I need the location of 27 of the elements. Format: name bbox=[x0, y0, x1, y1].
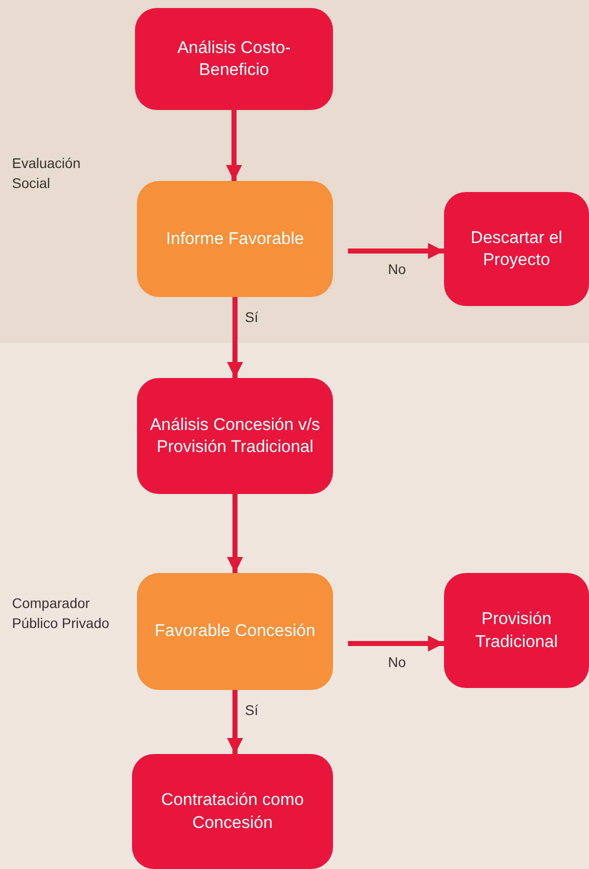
process-box bbox=[444, 573, 589, 688]
section-band bbox=[0, 0, 589, 343]
section-label: Evaluación Social bbox=[12, 154, 82, 194]
arrow bbox=[227, 297, 243, 378]
arrow bbox=[348, 243, 444, 259]
process-box bbox=[132, 754, 333, 869]
decision-box bbox=[137, 573, 333, 690]
edge-label: No bbox=[388, 261, 406, 277]
box-text: Favorable Concesión bbox=[154, 620, 316, 642]
edge-label: No bbox=[388, 654, 406, 670]
arrow bbox=[227, 690, 243, 754]
box-text: Análisis Costo-Beneficio bbox=[176, 36, 292, 81]
process-box bbox=[137, 378, 333, 494]
process-box bbox=[444, 192, 589, 306]
arrow bbox=[226, 110, 242, 181]
arrow bbox=[227, 494, 243, 573]
edge-label: Sí bbox=[245, 309, 258, 325]
box-text: Análisis Concesión v/s Provisión Tradicional bbox=[148, 414, 322, 458]
arrow bbox=[348, 636, 444, 652]
process-box bbox=[135, 8, 333, 110]
decision-box bbox=[137, 181, 333, 297]
box-text: Informe Favorable bbox=[166, 228, 304, 250]
box-text: Provisión Tradicional bbox=[474, 608, 559, 652]
box-text: Descartar el Proyecto bbox=[470, 226, 564, 271]
edge-label: Sí bbox=[245, 702, 258, 718]
box-text: Contratación como Concesión bbox=[160, 789, 305, 834]
section-label: Comparador Público Privado bbox=[12, 594, 110, 634]
